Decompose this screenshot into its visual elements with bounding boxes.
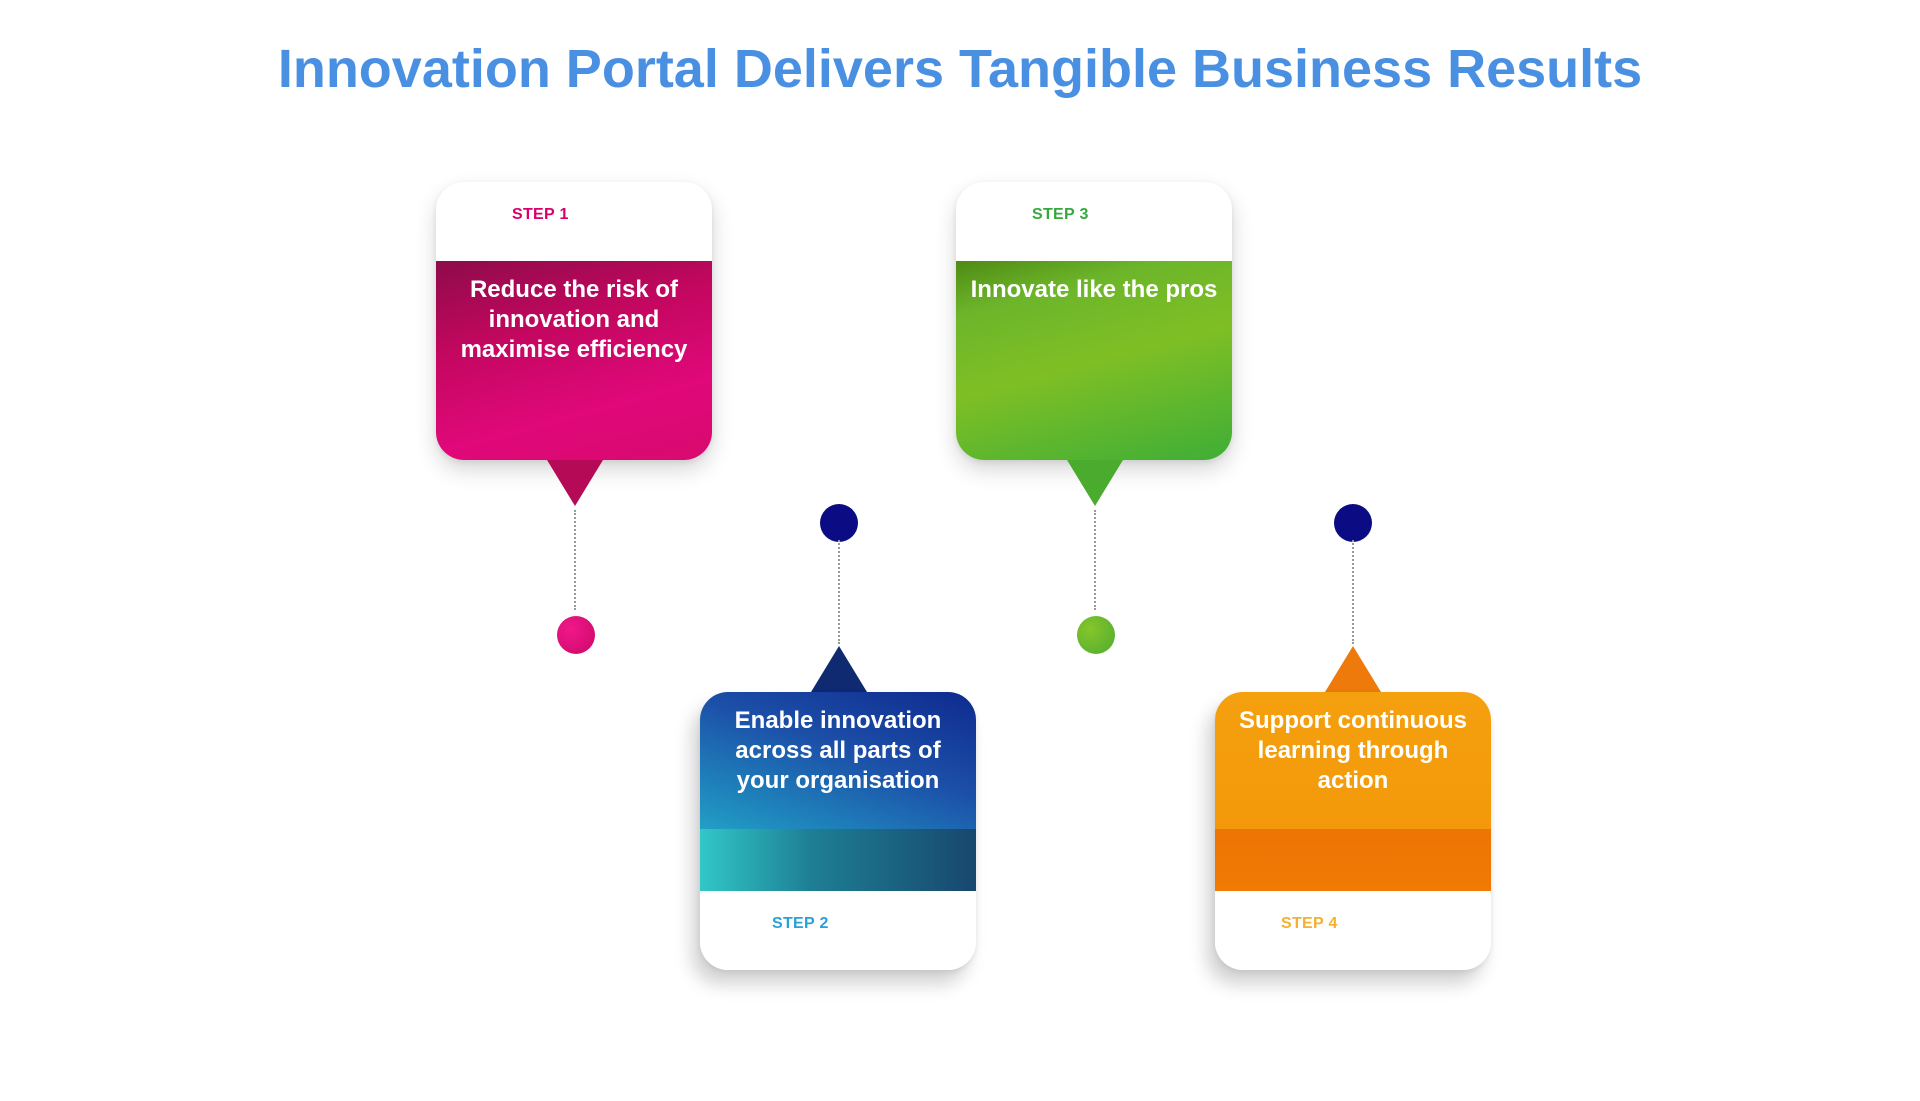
- step-4-connector: [1352, 540, 1354, 644]
- step-2-body-band: [700, 829, 976, 891]
- step-1-body: Reduce the risk of innovation and maximi…: [436, 261, 712, 460]
- step-4-body-band: [1215, 829, 1491, 891]
- step-2-body: Enable innovation across all parts of yo…: [700, 692, 976, 891]
- step-2-dot: [820, 504, 858, 542]
- step-1-label-strip: STEP 1: [436, 182, 712, 261]
- step-1-dot: [557, 616, 595, 654]
- step-3-label: STEP 3: [1032, 206, 1089, 223]
- step-3-text: Innovate like the pros: [970, 276, 1218, 303]
- step-3-body: Innovate like the pros: [956, 261, 1232, 460]
- step-1-pointer: [547, 460, 603, 506]
- step-2-label: STEP 2: [772, 915, 829, 932]
- step-4-card: Support continuous learning through acti…: [1215, 692, 1491, 970]
- step-4-pointer: [1325, 646, 1381, 692]
- step-4-label: STEP 4: [1281, 915, 1338, 932]
- step-1-text: Reduce the risk of innovation and maximi…: [460, 276, 688, 363]
- step-3-dot: [1077, 616, 1115, 654]
- step-2-pointer: [811, 646, 867, 692]
- step-4-text: Support continuous learning through acti…: [1239, 707, 1467, 794]
- step-4-dot: [1334, 504, 1372, 542]
- step-2-label-strip: STEP 2: [700, 891, 976, 970]
- step-3-card: STEP 3 Innovate like the pros: [956, 182, 1232, 460]
- step-2-text: Enable innovation across all parts of yo…: [734, 707, 942, 794]
- step-3-label-strip: STEP 3: [956, 182, 1232, 261]
- step-4-body: Support continuous learning through acti…: [1215, 692, 1491, 891]
- step-3-pointer: [1067, 460, 1123, 506]
- step-1-card: STEP 1 Reduce the risk of innovation and…: [436, 182, 712, 460]
- step-2-connector: [838, 540, 840, 644]
- step-3-connector: [1094, 510, 1096, 610]
- page-title: Innovation Portal Delivers Tangible Busi…: [277, 39, 1643, 99]
- step-1-label: STEP 1: [512, 206, 569, 223]
- step-1-connector: [574, 510, 576, 610]
- step-4-label-strip: STEP 4: [1215, 891, 1491, 970]
- step-2-card: Enable innovation across all parts of yo…: [700, 692, 976, 970]
